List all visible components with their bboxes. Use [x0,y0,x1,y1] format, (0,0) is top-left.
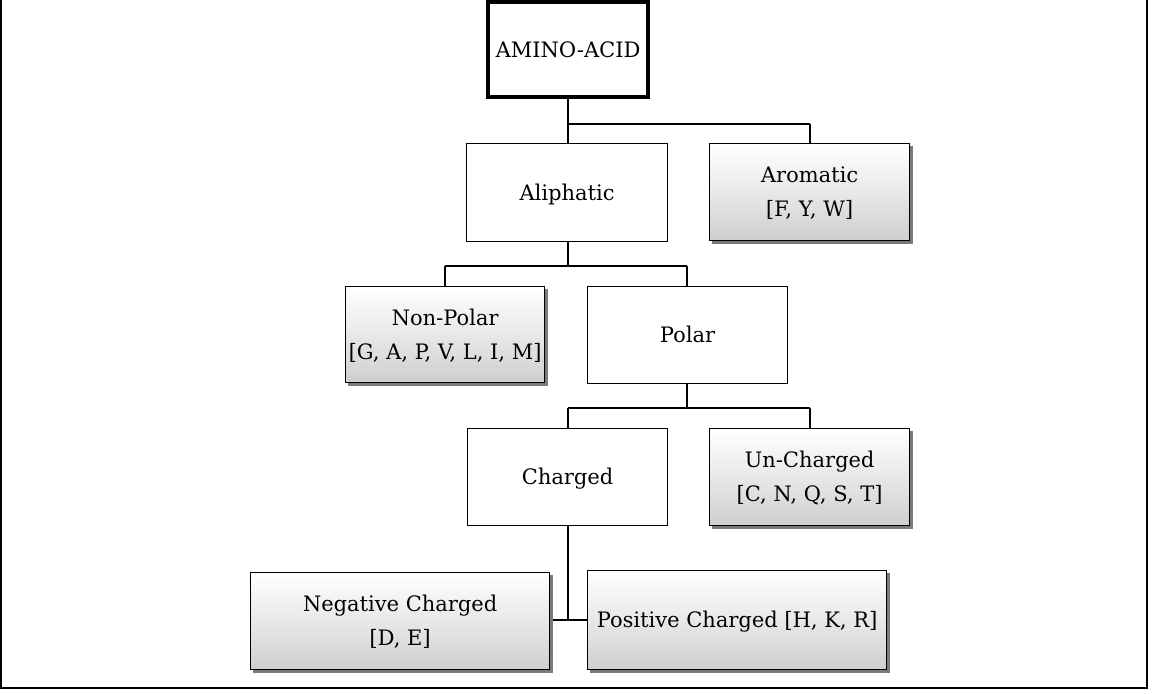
node-label: Aliphatic [519,180,615,205]
node-polar: Polar [587,286,788,384]
node-label: Aromatic [760,163,859,187]
node-members: [F, Y, W] [765,197,854,221]
node-label: Positive Charged [H, K, R] [596,608,878,632]
node-charged: Charged [467,428,668,526]
node-non-polar: Non-Polar [G, A, P, V, L, I, M] [345,286,545,383]
node-negative-charged: Negative Charged [D, E] [250,572,550,670]
node-aliphatic: Aliphatic [466,143,668,242]
node-members: [D, E] [369,626,431,650]
node-positive-charged: Positive Charged [H, K, R] [587,570,887,670]
node-members: [G, A, P, V, L, I, M] [348,339,542,364]
node-members: [C, N, Q, S, T] [736,482,883,506]
node-aromatic: Aromatic [F, Y, W] [709,143,910,241]
node-amino-acid: AMINO-ACID [486,0,650,99]
node-label: Non-Polar [391,305,499,330]
node-label: Un-Charged [744,448,875,472]
node-label: AMINO-ACID [495,37,641,62]
node-label: Charged [521,465,614,489]
node-un-charged: Un-Charged [C, N, Q, S, T] [709,428,910,526]
node-label: Polar [659,323,716,347]
node-label: Negative Charged [302,592,498,616]
